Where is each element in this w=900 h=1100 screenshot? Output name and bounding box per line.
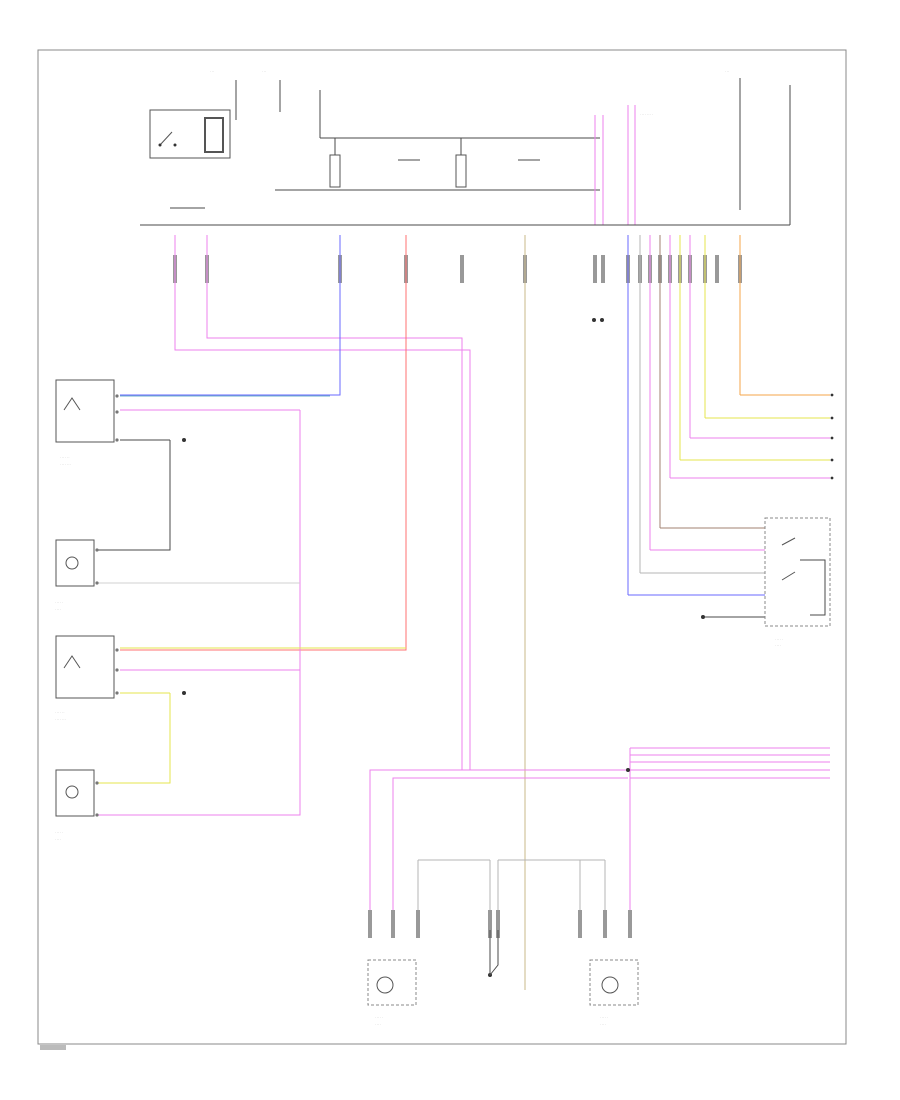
lamp-icon	[63, 397, 81, 411]
switch-icon	[158, 131, 177, 147]
bottom-right-wires	[369, 747, 830, 910]
svg-text:· · · · ·: · · · · ·	[55, 600, 63, 604]
lamp-icon	[376, 976, 394, 994]
connector-pin-17	[715, 255, 719, 283]
connector-pin-8	[601, 255, 605, 283]
connector-icon	[592, 318, 604, 322]
svg-text:· · ·: · · ·	[262, 69, 266, 73]
svg-text:· · · ·: · · · ·	[55, 607, 61, 611]
svg-text:· · · · ·: · · · · ·	[55, 830, 63, 834]
left-front-lamp-2: · · · · · · · · ·	[55, 539, 99, 611]
svg-text:· · · · · ·: · · · · · ·	[60, 455, 70, 459]
bottom-connector-pin-3	[416, 910, 420, 938]
lamp-icon	[65, 556, 79, 570]
svg-text:· · · ·: · · · ·	[55, 837, 61, 841]
svg-text:· · · · ·: · · · · ·	[600, 1015, 608, 1019]
svg-text:· · · · ·: · · · · ·	[375, 1015, 383, 1019]
connector-pin-5	[460, 255, 464, 283]
right-wires	[627, 235, 830, 618]
fuse-box-area: · · · · · · · · · · · · · · · · ·	[140, 69, 791, 226]
lamp-icon	[65, 785, 79, 799]
svg-text:· · · · ·: · · · · ·	[775, 637, 783, 641]
switch-icon	[781, 537, 796, 581]
svg-text:· · · ·: · · · ·	[600, 1022, 606, 1026]
svg-text:· · · · · · ·: · · · · · · ·	[55, 717, 66, 721]
center-note	[305, 415, 390, 583]
ground-icon	[182, 438, 186, 442]
left-front-lamp-1: · · · · · · · · · · · · ·	[55, 379, 119, 466]
bottom-connector-pin-1	[368, 910, 372, 938]
rear-right-lamp: · · · · · · · · ·	[589, 959, 639, 1026]
bottom-connector-pin-6	[578, 910, 582, 938]
right-front-lamp-2: · · · · · · · · ·	[55, 769, 99, 841]
bottom-connector-pin-4	[488, 910, 492, 938]
connector-pin-7	[593, 255, 597, 283]
bottom-connector-pin-8	[628, 910, 632, 938]
connector-row	[173, 255, 742, 283]
lamp-icon	[601, 976, 619, 994]
svg-text:· · · · · ·: · · · · · ·	[55, 710, 65, 714]
svg-text:· · ·: · · ·	[210, 69, 214, 73]
ground-icon	[626, 768, 630, 772]
park-lamp-switch: · · · · · · · · ·	[764, 517, 831, 647]
footer-marker	[40, 1045, 66, 1050]
ground-icon	[182, 691, 186, 695]
bottom-connector-pin-7	[603, 910, 607, 938]
svg-text:· · · · · · ·: · · · · · · ·	[60, 462, 71, 466]
left-wires	[97, 235, 526, 990]
diagram-border	[37, 49, 847, 1045]
rear-left-lamp: · · · · · · · · ·	[367, 959, 417, 1026]
svg-text:· · · ·: · · · ·	[775, 643, 781, 647]
lamp-icon	[63, 655, 81, 669]
bottom-connector-pin-5	[496, 910, 500, 938]
headlamp-switch-box	[149, 109, 231, 159]
svg-text:· · ·: · · ·	[725, 69, 729, 73]
svg-text:· · · · · · · ·: · · · · · · · ·	[640, 112, 653, 116]
svg-text:· · · ·: · · · ·	[375, 1022, 381, 1026]
bottom-connector-pin-2	[391, 910, 395, 938]
right-terminals	[830, 393, 834, 480]
ground-icon	[701, 615, 705, 619]
connector-group-top-right	[594, 105, 636, 225]
right-front-lamp-1: · · · · · · · · · · · · ·	[55, 635, 119, 721]
bottom-connectors	[368, 910, 632, 938]
